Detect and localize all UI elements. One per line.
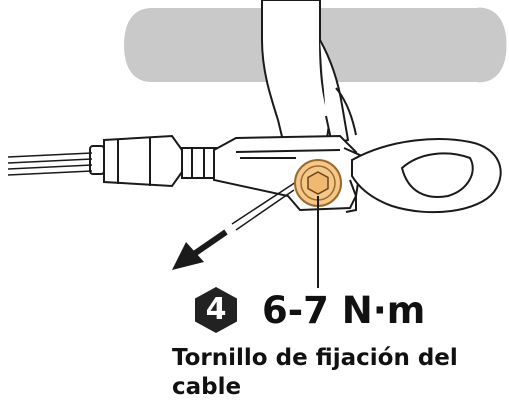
cable-adjuster: [89, 134, 217, 188]
hexagon-step-badge-icon: [195, 287, 237, 333]
pull-direction-arrow-icon: [172, 229, 228, 270]
step-badge: 4: [192, 286, 240, 334]
cable-wire: [7, 152, 93, 176]
lever-clamp: [261, 0, 357, 146]
cable-path: [231, 181, 297, 231]
bolt-caption: Tornillo de fijación del cable: [172, 345, 458, 400]
lever-body: [213, 134, 502, 214]
step-number: 4: [205, 292, 227, 327]
torque-value: 6-7 N·m: [262, 289, 426, 332]
